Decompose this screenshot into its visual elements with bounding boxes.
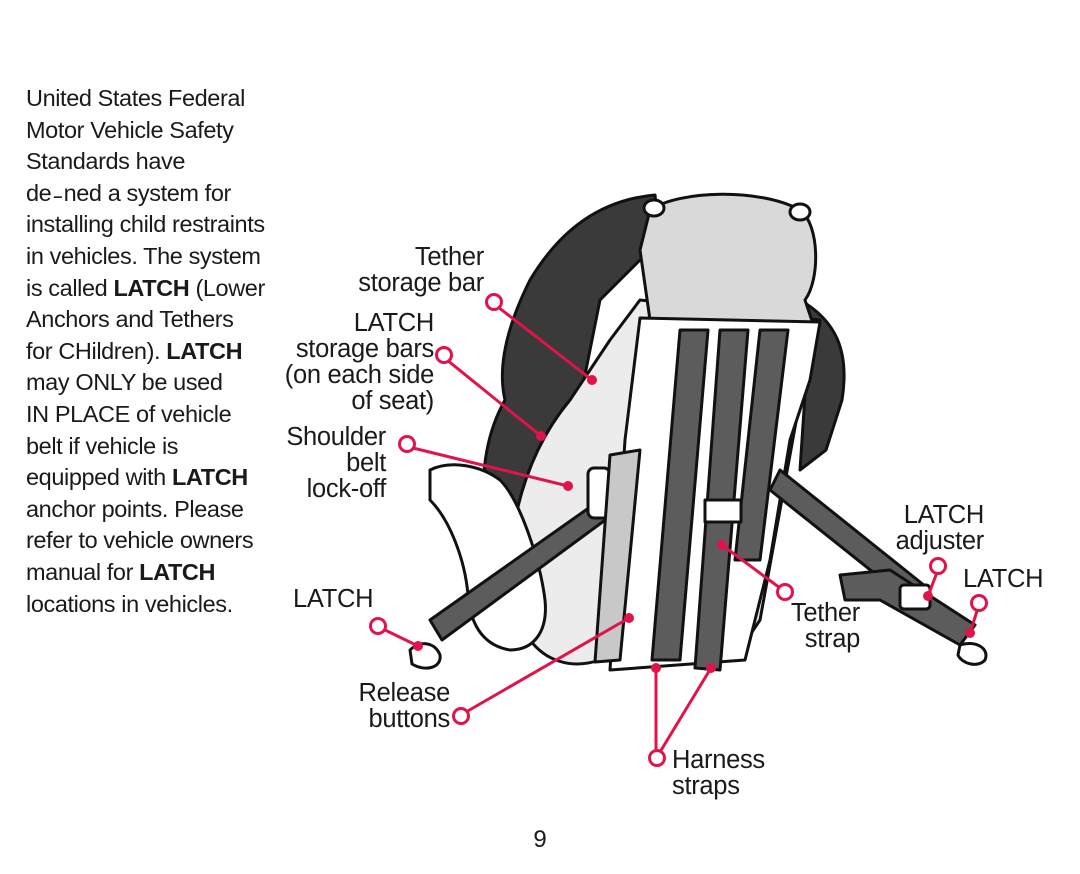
label-line: strap xyxy=(804,625,861,653)
page-number: 9 xyxy=(533,826,547,853)
intro-line: belt if vehicle is xyxy=(26,432,179,459)
base-bar xyxy=(593,448,642,664)
label-harness-straps: Harness straps xyxy=(672,747,765,799)
intro-line: in vehicles. The system xyxy=(26,242,261,269)
label-latch-storage-bars: LATCH storage bars (on each side of seat… xyxy=(284,309,435,415)
label-line: buttons xyxy=(368,705,450,733)
callouts xyxy=(369,293,988,767)
intro-line: may ONLY be used xyxy=(26,369,223,396)
intro-line: locations in vehicles. xyxy=(26,590,233,617)
callout-tether-storage-bar xyxy=(485,293,597,385)
latch-term: LATCH xyxy=(113,274,190,301)
label-release-buttons: Release buttons xyxy=(358,679,451,733)
label-line: storage bars xyxy=(295,335,434,363)
intro-line: anchor points. Please xyxy=(26,495,244,522)
callout-latch-adjuster xyxy=(923,557,947,601)
callout-latch-right xyxy=(965,594,988,638)
label-line: Harness xyxy=(672,746,765,774)
label-line: storage bar xyxy=(358,269,484,297)
label-line: Shoulder xyxy=(286,423,386,451)
label-latch-left: LATCH xyxy=(293,585,374,613)
callout-latch-storage-bars xyxy=(435,346,546,441)
label-line: (on each side xyxy=(284,361,435,389)
intro-line: United States Federal xyxy=(26,85,245,111)
callout-release-buttons xyxy=(452,613,634,725)
intro-line: Motor Vehicle Safety xyxy=(26,116,234,143)
intro-text: (Lower xyxy=(189,274,265,301)
label-line: LATCH xyxy=(353,309,435,337)
label-line: LATCH xyxy=(903,501,985,529)
base-wing xyxy=(428,463,547,652)
latch-term: LATCH xyxy=(166,337,243,364)
label-line: belt xyxy=(346,449,386,477)
label-line: Tether xyxy=(790,599,860,627)
label-line: LATCH xyxy=(293,585,374,613)
label-latch-right: LATCH xyxy=(963,565,1044,593)
label-line: adjuster xyxy=(895,527,985,555)
intro-line: Anchors and Tethers xyxy=(26,306,234,333)
latch-term: LATCH xyxy=(171,464,248,491)
intro-text: manual for xyxy=(26,558,140,585)
car-seat-drawing xyxy=(408,192,988,672)
label-tether-strap: Tether strap xyxy=(791,600,860,652)
intro-paragraph: United States Federal Motor Vehicle Safe… xyxy=(26,83,296,620)
label-line: LATCH xyxy=(963,565,1044,593)
label-shoulder-belt-lockoff: Shoulder belt lock-off xyxy=(286,424,386,502)
callout-harness-straps xyxy=(648,663,716,767)
label-latch-adjuster: LATCH adjuster xyxy=(895,501,985,555)
label-line: of seat) xyxy=(351,387,434,415)
harness-strap xyxy=(733,328,790,562)
label-line: lock-off xyxy=(306,475,387,503)
harness-strap xyxy=(650,328,710,662)
intro-text: is called xyxy=(26,274,114,301)
headrest-top-knob xyxy=(642,198,666,218)
callout-shoulder-belt-lockoff xyxy=(398,435,573,491)
intro-line: equipped with LATCH xyxy=(26,462,296,494)
intro-text: equipped with xyxy=(26,464,172,491)
right-latch-connector xyxy=(956,642,988,666)
intro-line: refer to vehicle owners xyxy=(26,527,254,554)
intro-line: Standards have xyxy=(26,148,186,175)
label-line: straps xyxy=(672,772,740,800)
latch-term: LATCH xyxy=(139,558,216,585)
headrest-top-knob xyxy=(788,202,812,222)
intro-line: installing child restraints xyxy=(26,211,265,238)
callout-latch-left xyxy=(369,617,423,651)
label-line: Tether xyxy=(414,243,484,271)
intro-line: is called LATCH (Lower xyxy=(26,273,296,305)
callout-tether-strap xyxy=(717,540,794,601)
intro-line: for CHildren). LATCH xyxy=(26,336,296,368)
intro-line: manual for LATCH xyxy=(26,557,296,589)
label-tether-storage-bar: Tether storage bar xyxy=(358,244,484,296)
label-line: Release xyxy=(358,679,451,707)
intro-text: for CHildren). xyxy=(26,337,167,364)
intro-line: de ̵ ned a system for xyxy=(26,179,231,206)
harness-adjuster xyxy=(703,498,743,524)
intro-line: IN PLACE of vehicle xyxy=(26,400,232,427)
